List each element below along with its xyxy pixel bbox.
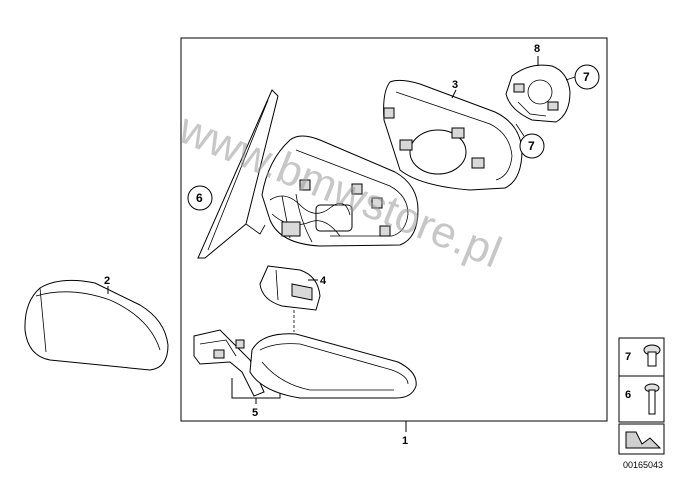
leader-line-7b xyxy=(515,123,525,137)
arrow-icon xyxy=(625,431,662,449)
bracket-part xyxy=(193,329,265,397)
orientation-arrow-box xyxy=(618,423,665,455)
label-7b: 7 xyxy=(528,139,535,153)
leader-line-3 xyxy=(451,89,457,99)
label-2: 2 xyxy=(104,275,110,287)
label-8: 8 xyxy=(534,43,540,55)
screw-legend-panel: 7 6 xyxy=(618,337,665,423)
mirror-housing-part xyxy=(261,135,419,247)
mirror-glass-part xyxy=(383,79,523,191)
diagram-code: 00165043 xyxy=(623,460,663,470)
label-3: 3 xyxy=(452,79,458,91)
cover-plate-part xyxy=(259,265,321,311)
label-4: 4 xyxy=(320,275,327,287)
label-7a: 7 xyxy=(583,70,590,84)
motor-unit-part xyxy=(505,64,571,123)
screw-6-icon xyxy=(644,383,660,415)
leader-line-7a xyxy=(565,76,576,81)
screw-7-icon xyxy=(643,344,661,367)
label-6: 6 xyxy=(196,191,203,205)
callout-circle-6 xyxy=(187,185,213,211)
legend-label-7: 7 xyxy=(625,351,631,363)
legend-label-6: 6 xyxy=(625,389,631,401)
label-5: 5 xyxy=(252,407,258,419)
mirror-cap-part xyxy=(24,279,169,371)
turn-signal-part xyxy=(249,333,417,399)
assembly-frame xyxy=(180,37,608,422)
callout-circle-7b xyxy=(519,133,545,159)
triangle-seal-part xyxy=(197,89,279,259)
label-1: 1 xyxy=(402,435,408,447)
